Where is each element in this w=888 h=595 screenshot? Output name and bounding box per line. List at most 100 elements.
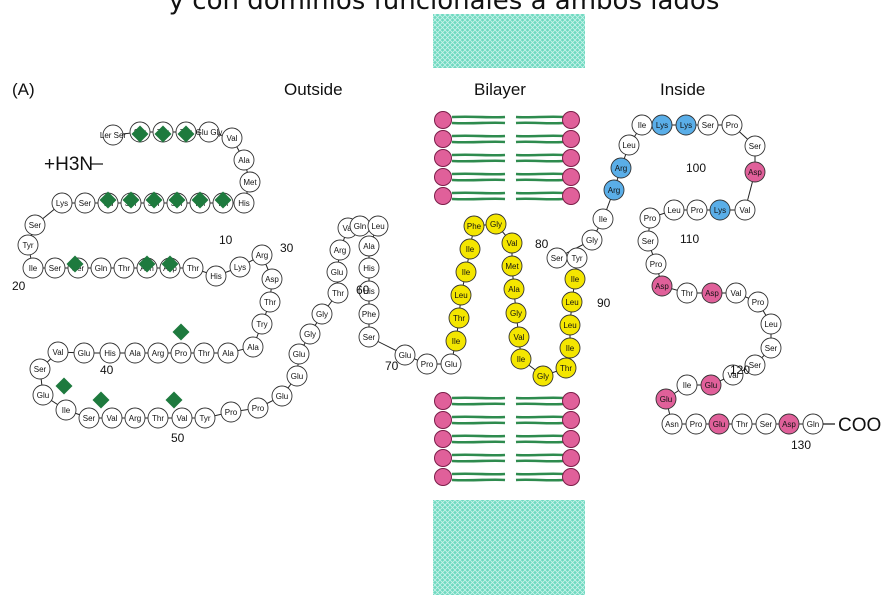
residue-label: Asp <box>265 275 279 284</box>
residue: Thr <box>259 291 281 313</box>
residue-circle <box>603 179 625 201</box>
residue-circle <box>721 114 743 136</box>
residue-circle <box>90 257 112 279</box>
residue-circle <box>685 413 707 435</box>
residue-label: Gly <box>304 330 316 339</box>
residue-circle <box>193 342 215 364</box>
residue-circle <box>124 342 146 364</box>
residue: Ser <box>29 358 51 380</box>
residue: Ler Ser <box>100 124 126 146</box>
glycosyl-marker <box>214 191 232 209</box>
residue-circle <box>242 336 264 358</box>
residue: His <box>358 257 380 279</box>
residue-circle <box>29 358 51 380</box>
outside-header: Outside <box>284 80 343 99</box>
residue-label: Glu <box>37 391 49 400</box>
residue-circle <box>661 413 683 435</box>
residue: Thr <box>327 282 349 304</box>
glycosyl-marker <box>165 391 183 409</box>
residue-label: Leu <box>667 206 680 215</box>
lipid-row <box>434 111 580 129</box>
residue-label: Ser <box>79 199 92 208</box>
residue-label: Glu Gly <box>196 128 223 137</box>
residue: Leu <box>663 199 685 221</box>
residue: Ser <box>546 247 568 269</box>
residue-label: Gln <box>354 222 366 231</box>
residue-label: Val <box>53 348 64 357</box>
residue-label: Val <box>507 239 518 248</box>
residue-label: Val <box>731 289 742 298</box>
residue: Arg <box>329 239 351 261</box>
residue-circle <box>239 171 261 193</box>
residue-circle <box>639 207 661 229</box>
residue-circle <box>532 365 554 387</box>
residue: Thr <box>147 407 169 429</box>
residue: Thr <box>193 342 215 364</box>
residue-label: Ile <box>683 381 692 390</box>
residue: Tyr <box>566 247 588 269</box>
residue: Asn <box>661 413 683 435</box>
residue: Gly <box>505 302 527 324</box>
lipid-head <box>562 468 580 486</box>
residue-circle <box>194 407 216 429</box>
residue-circle <box>651 114 673 136</box>
residue: Ser <box>44 257 66 279</box>
residue-circle <box>561 291 583 313</box>
residue-label: Pro <box>726 121 739 130</box>
residue: Try <box>251 313 273 335</box>
residue-label: Ser <box>702 121 715 130</box>
residue-circle <box>725 282 747 304</box>
residue-label: Arg <box>608 186 620 195</box>
membrane-pattern-block <box>433 500 585 595</box>
residue: Ala <box>233 149 255 171</box>
bilayer-header: Bilayer <box>474 80 526 99</box>
lipid-head <box>434 168 452 186</box>
position-label: 60 <box>356 283 370 297</box>
residue-circle <box>78 407 100 429</box>
residue-circle <box>546 247 568 269</box>
residue-label: His <box>210 272 222 281</box>
residue: Gln <box>349 215 371 237</box>
residue-label: Val <box>177 414 188 423</box>
residue-circle <box>555 357 577 379</box>
residue: His <box>205 265 227 287</box>
residue-circle <box>697 114 719 136</box>
residue: His <box>233 192 255 214</box>
glycosyl-marker <box>191 191 209 209</box>
residue: Asp <box>651 275 673 297</box>
residue-circle <box>731 413 753 435</box>
residue: Val <box>501 232 523 254</box>
residue-label: Ser <box>29 221 42 230</box>
residue-circle <box>327 282 349 304</box>
residue-label: Glu <box>713 420 725 429</box>
residue-label: Gly <box>586 236 598 245</box>
residue: Pro <box>685 413 707 435</box>
lipid-head <box>562 130 580 148</box>
residue-label: Thr <box>118 264 130 273</box>
residue: Glu <box>288 343 310 365</box>
residue-circle <box>32 384 54 406</box>
residue-label: Asn <box>665 420 679 429</box>
residue-label: Ile <box>466 245 475 254</box>
residue-label: Ala <box>222 349 234 358</box>
residue-label: Thr <box>187 264 199 273</box>
residue-circle <box>326 261 348 283</box>
residue: Gly <box>299 323 321 345</box>
residue-label: Asp <box>705 289 719 298</box>
glycosyl-marker <box>145 191 163 209</box>
residue-circle <box>747 291 769 313</box>
residue: Ile <box>564 268 586 290</box>
residue: Pro <box>639 207 661 229</box>
residue-label: Ser <box>749 361 762 370</box>
residue: Thr <box>113 257 135 279</box>
residue-label: Arg <box>152 349 164 358</box>
residue-label: Ala <box>129 349 141 358</box>
residue-label: Glu <box>445 360 457 369</box>
residue-label: Asp <box>655 282 669 291</box>
residue: Glu <box>286 365 308 387</box>
lipid-head <box>562 411 580 429</box>
residue-label: Lys <box>56 199 68 208</box>
residue-label: Thr <box>736 420 748 429</box>
residue-circle <box>101 407 123 429</box>
residue-circle <box>744 135 766 157</box>
